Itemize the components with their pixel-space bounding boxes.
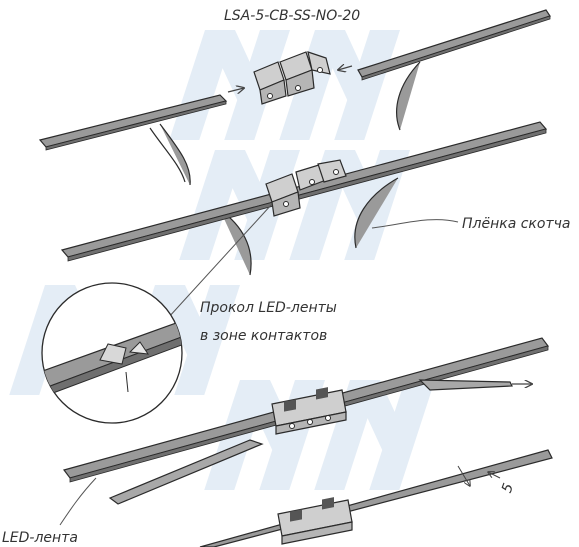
connector-closed-stage3	[271, 387, 347, 435]
leader-line-detail	[167, 203, 273, 319]
stage-1-separate-parts	[38, 9, 551, 186]
connector-attached	[265, 159, 347, 217]
stage-4-final	[199, 449, 553, 547]
stage-3-peeling-film	[59, 337, 550, 526]
stage-2-assembled	[60, 121, 548, 319]
part-number-label: LSA-5-CB-SS-NO-20	[224, 8, 360, 24]
led-strip-stage2	[60, 121, 548, 276]
led-strip-right-stage1	[357, 9, 551, 131]
insert-arrow-right	[338, 66, 353, 70]
led-strip-label: LED-лента	[2, 530, 78, 546]
magnified-detail	[41, 282, 183, 424]
connector-closed-stage4	[277, 497, 353, 545]
connector-open	[253, 51, 331, 105]
dimension-label: 5	[499, 481, 517, 495]
insert-arrow-left	[227, 88, 244, 92]
tape-film-label: Плёнка скотча	[462, 216, 570, 232]
leader-line-led-strip	[59, 477, 97, 526]
dimension-marker	[457, 465, 501, 486]
piercing-label-line1: Прокол LED-ленты	[200, 300, 337, 316]
leader-line-tape-film	[371, 219, 459, 229]
led-strip-left-stage1	[38, 94, 228, 186]
piercing-label-line2: в зоне контактов	[200, 328, 327, 344]
led-strip-stage4	[199, 449, 553, 547]
